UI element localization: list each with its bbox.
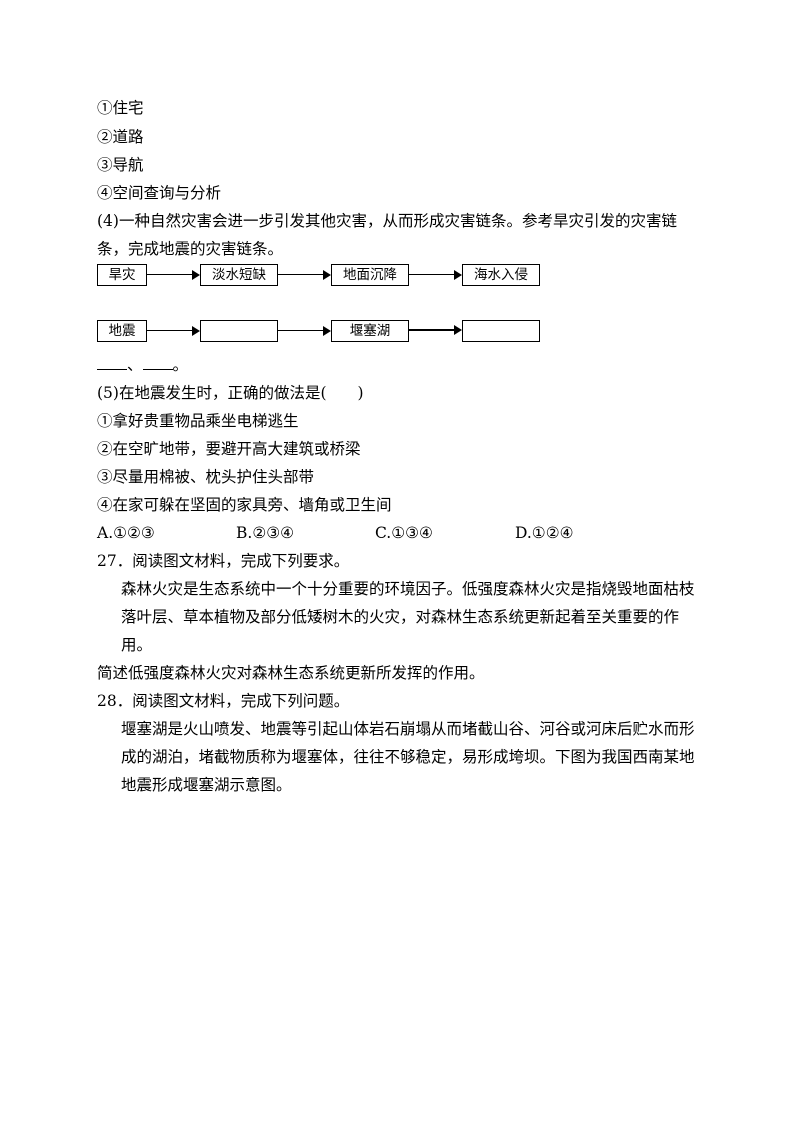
drought-chain-arrow-2 — [278, 270, 331, 280]
q27-material-text: 森林火灾是生态系统中一个十分重要的环境因子。低强度森林火灾是指烧毁地面枯枝落叶层… — [121, 580, 695, 654]
drought-chain-box-2: 淡水短缺 — [200, 264, 278, 286]
answer-blank-1[interactable] — [97, 355, 127, 370]
drought-chain-arrow-3 — [409, 270, 462, 280]
drought-chain-box-3: 地面沉降 — [331, 264, 409, 286]
q-item-2: ②道路 — [97, 128, 144, 146]
quake-chain-box-1: 地震 — [97, 320, 147, 342]
q-item-3: ③导航 — [97, 156, 144, 174]
q27-question: 简述低强度森林火灾对森林生态系统更新所发挥的作用。 — [97, 664, 485, 682]
q-item-4: ④空间查询与分析 — [97, 184, 222, 202]
q28-title: 28．阅读图文材料，完成下列问题。 — [97, 692, 350, 710]
q5-item-2: ②在空旷地带，要避开高大建筑或桥梁 — [97, 440, 361, 458]
q5-item-1: ①拿好贵重物品乘坐电梯逃生 — [97, 412, 299, 430]
q27-material: 森林火灾是生态系统中一个十分重要的环境因子。低强度森林火灾是指烧毁地面枯枝落叶层… — [97, 575, 703, 659]
q-item-1: ①住宅 — [97, 99, 144, 117]
q5-option-b[interactable]: B.②③④ — [236, 524, 295, 542]
quake-chain-arrow-2 — [278, 326, 331, 336]
quake-chain-box-2-blank — [200, 320, 278, 342]
answer-end: 。 — [172, 356, 189, 374]
q5-stem: (5)在地震发生时，正确的做法是( ) — [97, 384, 364, 402]
q4-answer-blanks: 、。 — [97, 355, 188, 375]
quake-chain-box-3: 堰塞湖 — [331, 320, 409, 342]
quake-chain-arrow-3 — [409, 325, 462, 335]
answer-separator: 、 — [127, 356, 143, 374]
q28-material: 堰塞湖是火山喷发、地震等引起山体岩石崩塌从而堵截山谷、河谷或河床后贮水而形成的湖… — [97, 715, 703, 799]
drought-chain-box-4: 海水入侵 — [462, 264, 540, 286]
q5-item-4: ④在家可躲在坚固的家具旁、墙角或卫生间 — [97, 496, 392, 514]
drought-chain-box-1: 旱灾 — [97, 264, 147, 286]
q5-option-c[interactable]: C.①③④ — [375, 524, 433, 542]
q5-option-d[interactable]: D.①②④ — [515, 524, 574, 542]
q5-option-a[interactable]: A.①②③ — [97, 524, 155, 542]
q4-stem-line2: 条，完成地震的灾害链条。 — [97, 240, 284, 258]
drought-chain-arrow-1 — [147, 270, 200, 280]
q4-stem-line1: (4)一种自然灾害会进一步引发其他灾害，从而形成灾害链条。参考旱灾引发的灾害链 — [97, 212, 677, 230]
q5-item-3: ③尽量用棉被、枕头护住头部带 — [97, 468, 315, 486]
quake-chain-arrow-1 — [147, 326, 200, 336]
q27-title: 27．阅读图文材料，完成下列要求。 — [97, 552, 350, 570]
q28-material-text: 堰塞湖是火山喷发、地震等引起山体岩石崩塌从而堵截山谷、河谷或河床后贮水而形成的湖… — [121, 720, 695, 794]
answer-blank-2[interactable] — [142, 355, 173, 370]
quake-chain-box-4-blank — [462, 320, 540, 342]
